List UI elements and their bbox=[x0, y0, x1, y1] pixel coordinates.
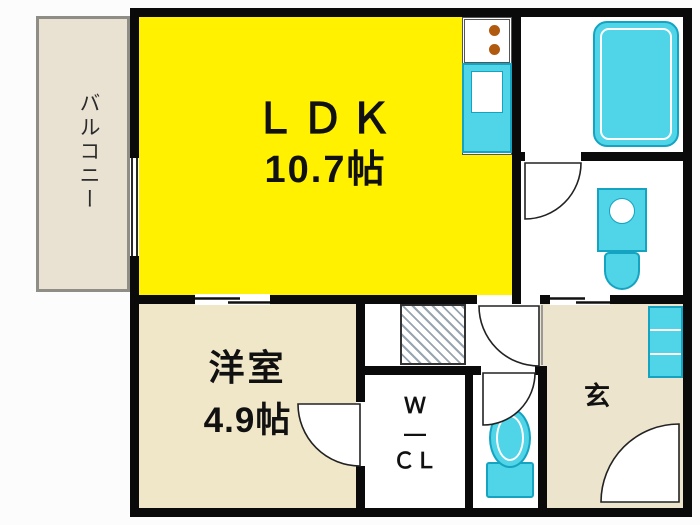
wall bbox=[465, 366, 473, 517]
closet-label-line: ― bbox=[404, 420, 426, 446]
door-arc-closet bbox=[297, 403, 361, 467]
balcony-label: バルコニー bbox=[77, 92, 100, 212]
closet-label-line: Ｗ bbox=[403, 393, 426, 418]
window bbox=[131, 158, 138, 256]
washbasin-icon bbox=[597, 188, 647, 252]
wall bbox=[540, 295, 550, 304]
stove-icon bbox=[464, 19, 510, 63]
toilet-tank-icon bbox=[486, 462, 534, 498]
entrance-label: 玄 bbox=[583, 381, 610, 411]
shoe-cabinet-shelf bbox=[650, 353, 681, 355]
sink-basin bbox=[471, 71, 503, 113]
wall bbox=[356, 366, 481, 375]
wall bbox=[683, 8, 692, 517]
wall bbox=[356, 466, 365, 517]
bedroom-size: 4.9帖 bbox=[203, 401, 292, 440]
pipe-space-hatch bbox=[400, 304, 466, 365]
ldk-size: 10.7帖 bbox=[264, 149, 387, 191]
room-balcony bbox=[36, 16, 130, 292]
closet-label-line: ＣＬ bbox=[392, 448, 437, 473]
wall bbox=[356, 295, 365, 402]
ldk-label: ＬＤＫ bbox=[253, 95, 398, 142]
washbasin-front bbox=[604, 252, 640, 290]
room-closet bbox=[365, 375, 465, 508]
room-ldk bbox=[139, 17, 512, 295]
window bbox=[130, 158, 139, 256]
shoe-cabinet bbox=[648, 306, 683, 378]
kitchen-sink-icon bbox=[462, 63, 512, 153]
wall bbox=[270, 295, 477, 304]
door-arc-toilet bbox=[482, 372, 536, 426]
wall bbox=[130, 8, 692, 17]
wall bbox=[130, 508, 692, 517]
wall bbox=[130, 295, 195, 304]
wall bbox=[130, 256, 139, 304]
door-arc-ldk bbox=[478, 305, 540, 367]
stove-burner-icon bbox=[489, 25, 500, 36]
stove-burner-icon bbox=[489, 44, 500, 55]
wall bbox=[130, 8, 139, 158]
wall bbox=[512, 152, 525, 161]
wall bbox=[538, 366, 547, 517]
bedroom-label: 洋室 bbox=[208, 347, 287, 388]
door-arc-entrance bbox=[600, 423, 680, 503]
wall bbox=[130, 295, 139, 517]
wall bbox=[610, 295, 692, 304]
washbasin-bowl bbox=[609, 198, 635, 224]
wall bbox=[581, 152, 692, 161]
shoe-cabinet-shelf bbox=[650, 329, 681, 331]
bathtub-inner bbox=[600, 28, 672, 140]
door-arc-bath bbox=[524, 162, 582, 220]
bathtub-icon bbox=[593, 21, 679, 147]
closet-label: Ｗ ― ＣＬ bbox=[365, 392, 465, 475]
